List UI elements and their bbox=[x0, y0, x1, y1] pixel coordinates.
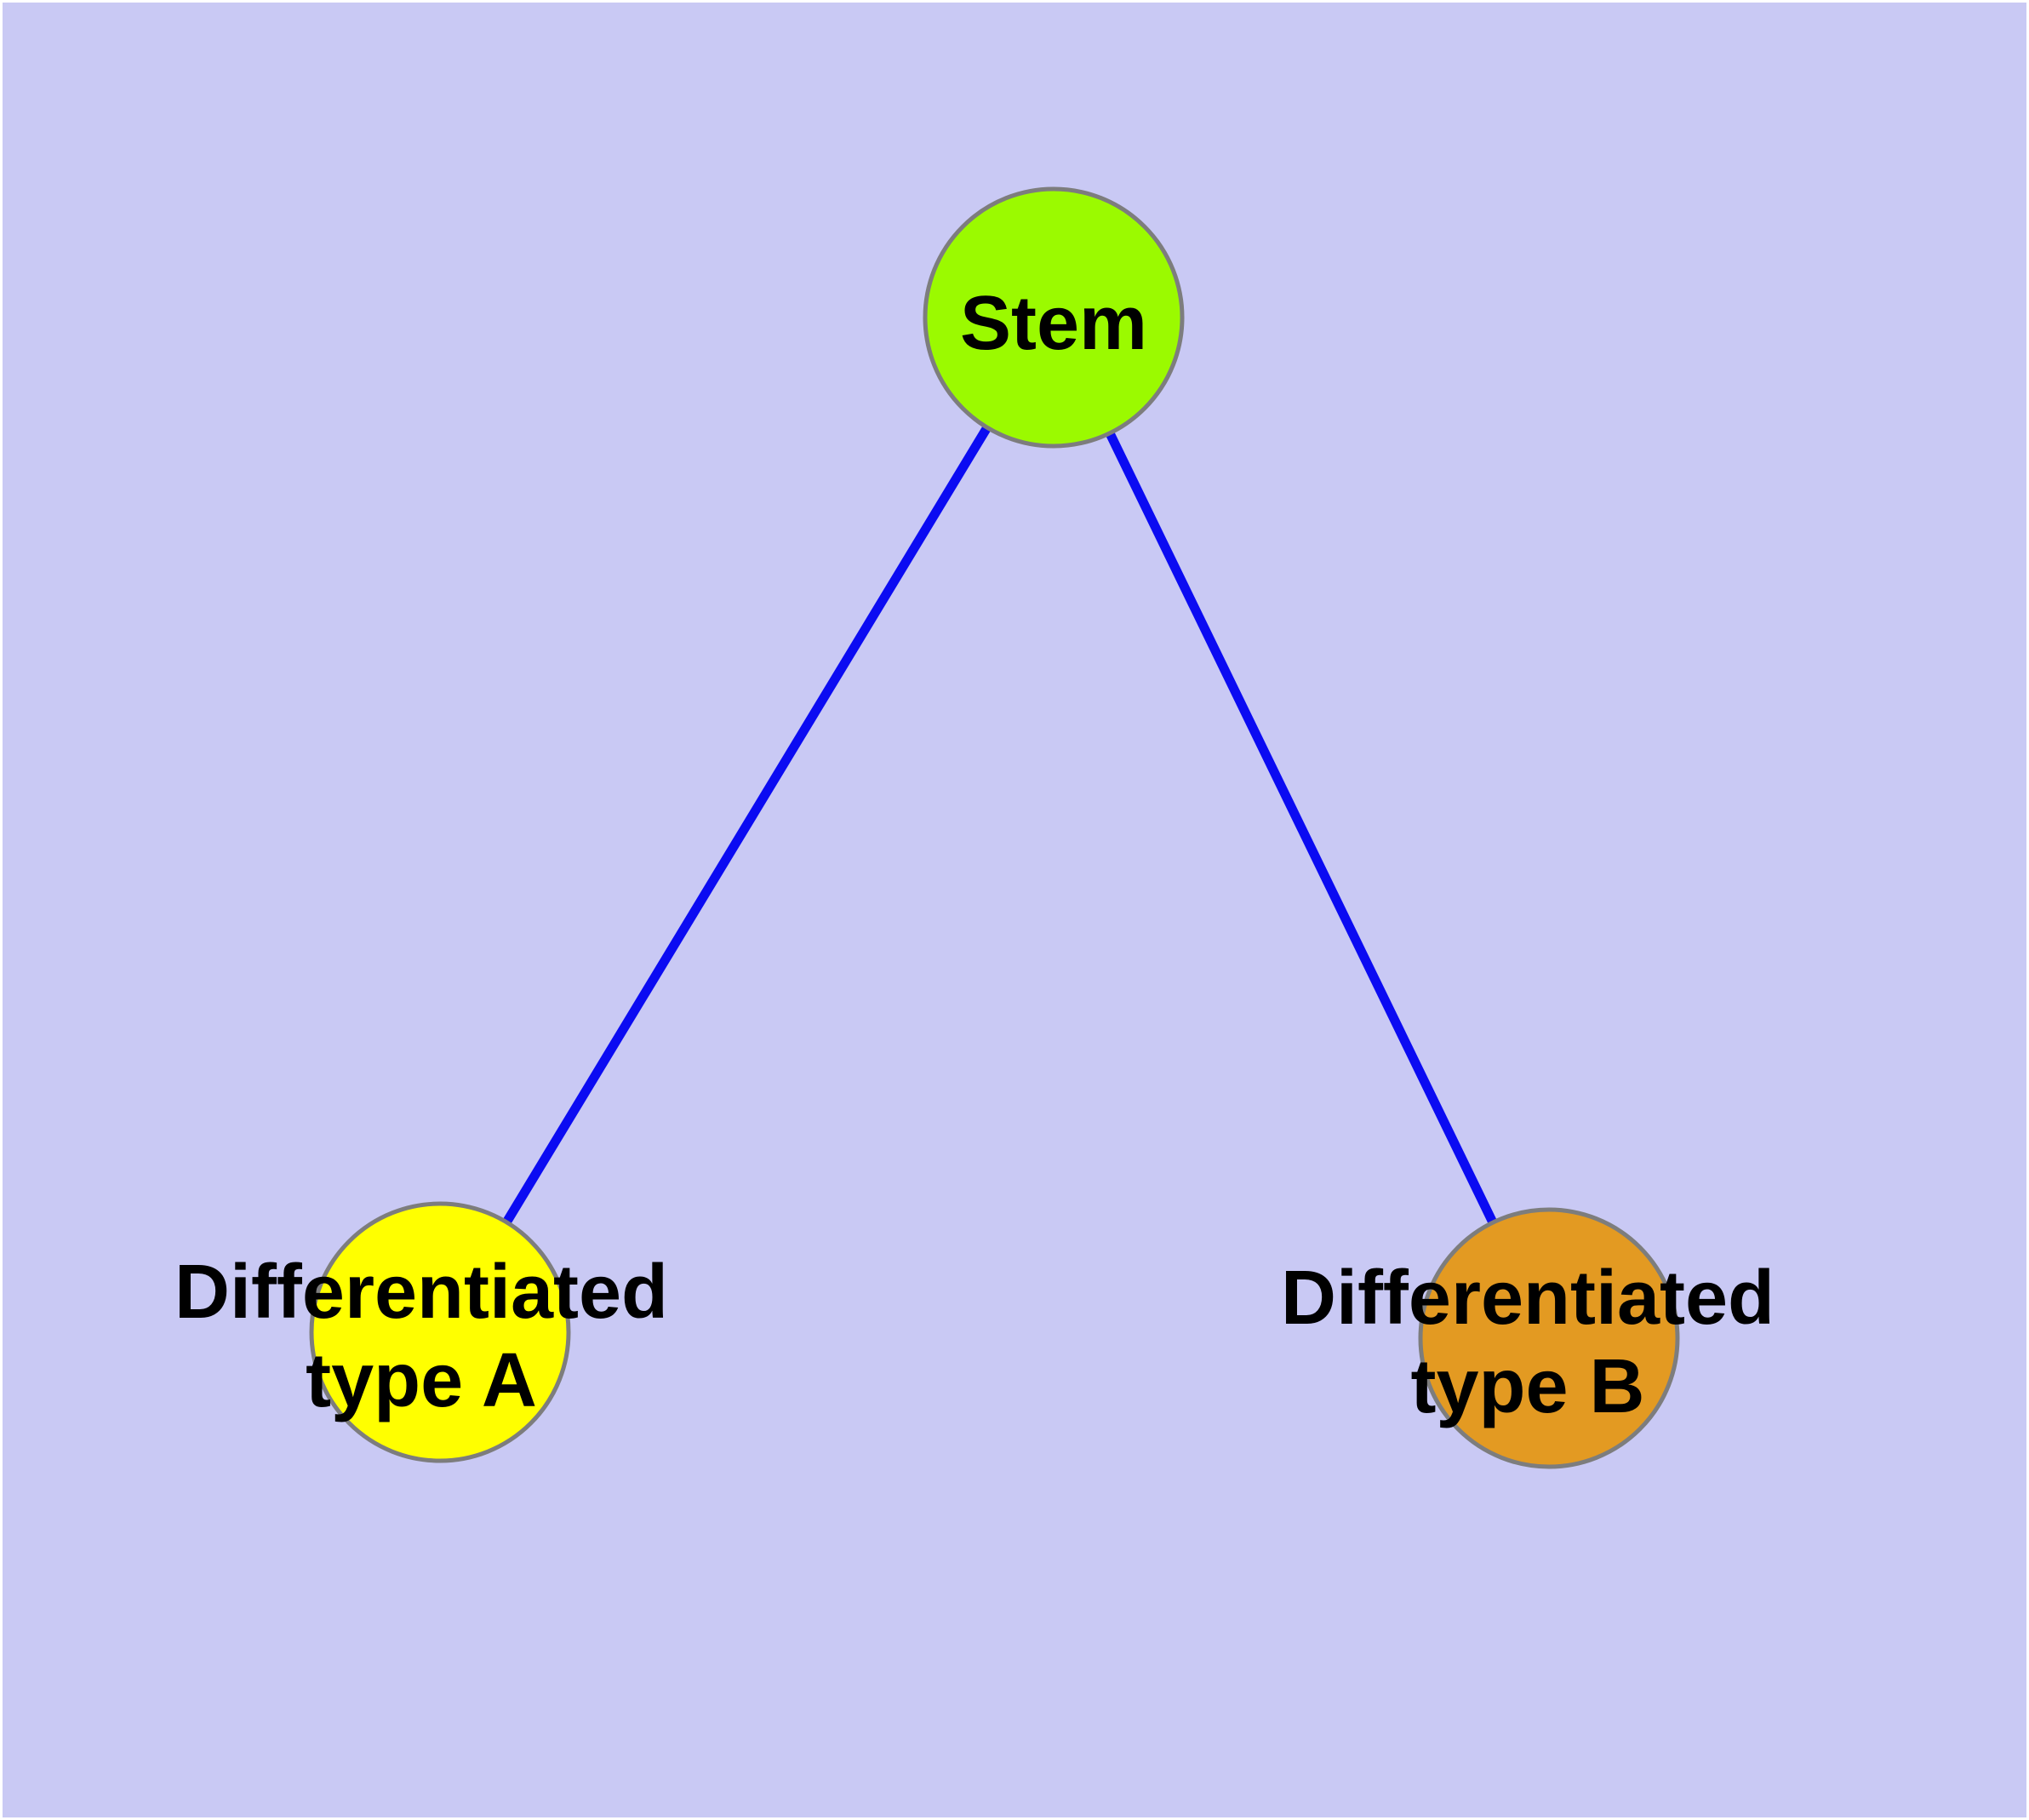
node-type-b bbox=[1418, 1207, 1680, 1469]
node-type-b-label-line2: type B bbox=[1410, 1344, 1644, 1429]
node-type-a-label-line2: type A bbox=[306, 1338, 537, 1423]
edge-stem-to-type-a bbox=[436, 315, 1058, 1335]
node-stem bbox=[923, 186, 1185, 449]
node-type-a bbox=[309, 1201, 571, 1463]
edge-stem-to-type-b bbox=[1049, 315, 1553, 1341]
node-type-a-label-line1: Differentiated bbox=[174, 1250, 668, 1335]
node-type-b-label-line1: Differentiated bbox=[1281, 1256, 1775, 1341]
node-stem-label: Stem bbox=[960, 281, 1147, 366]
